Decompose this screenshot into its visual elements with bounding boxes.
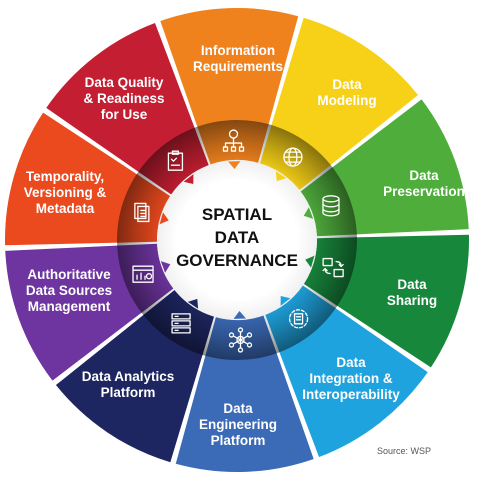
center-hub: SPATIAL DATA GOVERNANCE: [157, 160, 317, 320]
gear-document-icon: [288, 309, 309, 329]
network-hierarchy-icon: [222, 129, 245, 152]
segment-label-8: Temporality,Versioning &Metadata: [24, 169, 107, 216]
segment-label-line: Data Analytics: [82, 369, 175, 384]
segment-label-line: Sharing: [387, 293, 437, 308]
segment-label-line: Platform: [101, 385, 156, 400]
segment-7: [5, 245, 144, 381]
segment-label-line: Interoperability: [302, 387, 400, 402]
pointer-triangle: [305, 255, 315, 268]
center-title: SPATIAL DATA GOVERNANCE: [176, 205, 298, 270]
pointer-triangle: [183, 174, 194, 185]
segment-label-line: Versioning &: [24, 185, 107, 200]
segment-2: [330, 99, 469, 235]
pointer-triangle: [160, 261, 171, 273]
segment-0: [160, 7, 299, 129]
segment-label-line: Data: [332, 77, 362, 92]
segment-label-line: Requirements: [193, 59, 283, 74]
segment-label-line: Information: [201, 43, 275, 58]
segment-label-line: Authoritative: [27, 267, 111, 282]
center-title-line: SPATIAL: [202, 205, 272, 224]
segment-6: [55, 313, 204, 463]
segment-label-line: Temporality,: [26, 169, 104, 184]
segment-label-line: Platform: [211, 433, 266, 448]
segment-label-line: Data Sources: [26, 283, 112, 298]
segment-label-line: Data Quality: [85, 75, 164, 90]
segment-label-line: & Readiness: [83, 91, 164, 106]
segment-label-line: Data: [223, 401, 253, 416]
documents-icon: [134, 202, 150, 223]
server-stack-icon: [171, 313, 191, 334]
pointer-triangle: [280, 295, 291, 306]
database-icon: [322, 195, 340, 217]
segment-label-line: Management: [28, 299, 111, 314]
segment-label-line: Data: [397, 277, 427, 292]
pointer-triangle: [187, 298, 199, 309]
globe-icon: [283, 147, 303, 167]
center-title-line: DATA: [215, 228, 260, 247]
segment-label-line: for Use: [101, 107, 148, 122]
segment-8: [5, 112, 139, 246]
segment-label-line: Preservation: [383, 184, 465, 199]
segment-4: [278, 307, 428, 458]
clipboard-check-icon: [167, 150, 184, 171]
dashboard-icon: [132, 265, 154, 283]
segment-label-line: Engineering: [199, 417, 277, 432]
segment-5: [175, 351, 314, 473]
segment-label-line: Metadata: [36, 201, 95, 216]
node-network-icon: [228, 327, 253, 353]
pointer-triangle: [303, 207, 314, 219]
segment-9: [46, 22, 196, 173]
pointer-triangle: [233, 310, 246, 319]
source-credit: Source: WSP: [377, 446, 432, 456]
segment-1: [270, 17, 419, 167]
center-title-line: GOVERNANCE: [176, 251, 298, 270]
segment-3: [335, 234, 469, 368]
pointer-triangle: [159, 212, 169, 225]
segment-label-line: Data: [409, 168, 439, 183]
center-circle: [157, 160, 317, 320]
segment-label-line: Data: [336, 355, 366, 370]
pointer-triangle: [228, 161, 241, 170]
share-screens-icon: [322, 257, 344, 278]
segment-label-line: Integration &: [309, 371, 392, 386]
pointer-triangle: [275, 171, 287, 182]
segment-label-line: Modeling: [317, 93, 376, 108]
